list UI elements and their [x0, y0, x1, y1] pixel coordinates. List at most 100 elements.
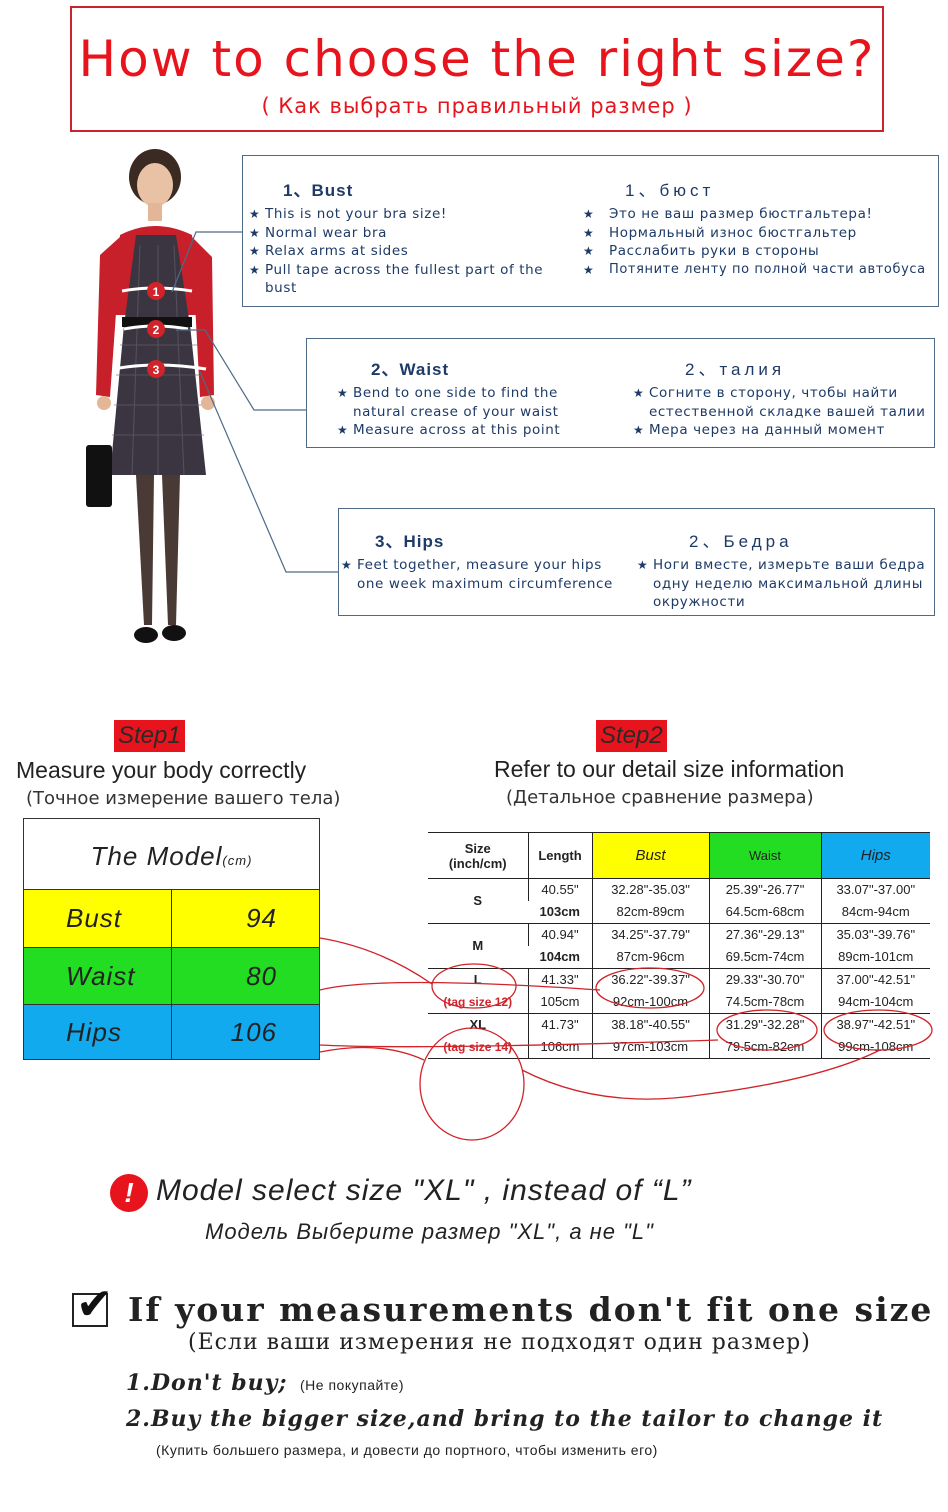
- waist-item-ru: Мера через на данный момент: [633, 421, 929, 440]
- tag-size-cell: (tag size 12): [443, 995, 513, 1009]
- table-row: 104cm 87cm-96cm 69.5cm-74cm 89cm-101cm: [428, 946, 930, 969]
- step2-badge: Step2: [596, 720, 667, 752]
- header-waist: Waist: [708, 832, 821, 879]
- waist-info-box: 2、Waist Bend to one side to find the nat…: [306, 338, 935, 448]
- svg-text:1: 1: [153, 285, 160, 299]
- model-measurements-table: The Model(cm) Bust 94 Waist 80 Hips 106: [23, 818, 320, 1060]
- table-row: XL 41.73" 38.18"-40.55" 31.29"-32.28" 38…: [428, 1013, 930, 1036]
- hips-item-en: Feet together, measure your hips one wee…: [341, 556, 621, 593]
- waist-item-ru: Согните в сторону, чтобы найти естествен…: [633, 384, 929, 421]
- header-bust: Bust: [591, 832, 709, 879]
- model-figure: 1 2 3: [86, 149, 215, 643]
- bust-item-en: Normal wear bra: [249, 224, 569, 243]
- size-cell: L: [428, 968, 528, 991]
- hips-inch: 35.03"-39.76": [820, 923, 930, 946]
- hips-cm: 94cm-104cm: [820, 991, 930, 1014]
- page-subtitle: ( Как выбрать правильный размер ): [261, 94, 693, 118]
- marker-1-icon: [147, 282, 165, 300]
- table-row: (tag size 12) 105cm 92cm-100cm 74.5cm-78…: [428, 991, 930, 1014]
- step1-heading: Measure your body correctly: [16, 757, 307, 783]
- size-chart-table: Size (inch/cm) Length Bust Waist Hips S …: [428, 832, 930, 1059]
- hips-cm: 99cm-108cm: [820, 1036, 930, 1059]
- length-inch: 40.55": [527, 878, 592, 901]
- size-cell: XL: [428, 1013, 528, 1036]
- bust-item-ru: Потяните ленту по полной части автобуса: [583, 261, 937, 280]
- bust-inch: 34.25"-37.79": [591, 923, 709, 946]
- header-box: How to choose the right size? ( Как выбр…: [70, 6, 884, 132]
- model-table-unit: (cm): [222, 853, 253, 868]
- bust-item-ru: Нормальный износ бюстгальтер: [583, 224, 937, 243]
- bust-cm: 87cm-96cm: [591, 946, 709, 969]
- leader-lines: [171, 231, 338, 573]
- model-row-value: 94: [246, 903, 277, 933]
- bust-inch: 36.22"-39.37": [591, 968, 709, 991]
- waist-inch: 27.36"-29.13": [708, 923, 821, 946]
- bust-title-ru: 1、бюст: [625, 181, 715, 200]
- table-row: M 40.94" 34.25"-37.79" 27.36"-29.13" 35.…: [428, 923, 930, 969]
- model-row-value: 80: [246, 960, 277, 991]
- marker-3-icon: [147, 360, 165, 378]
- length-cm: 104cm: [539, 949, 580, 964]
- hips-inch: 38.97"-42.51": [820, 1013, 930, 1036]
- size-chart-header: Size (inch/cm) Length Bust Waist Hips: [428, 832, 930, 879]
- model-size-note-ru: Модель Выберите размер "XL", а не "L": [205, 1219, 654, 1244]
- waist-inch: 25.39"-26.77": [708, 878, 821, 901]
- svg-text:2: 2: [153, 323, 160, 337]
- step2-heading: Refer to our detail size information: [494, 756, 845, 782]
- waist-cm: 69.5cm-74cm: [708, 946, 821, 969]
- header-length: Length: [527, 832, 592, 879]
- bust-item-ru: Это не ваш размер бюстгальтера!: [583, 205, 937, 224]
- hips-title-en: 3、Hips: [375, 532, 445, 551]
- length-cm: 103cm: [539, 904, 580, 919]
- waist-cm: 79.5cm-82cm: [708, 1036, 821, 1059]
- waist-item-en: Measure across at this point: [337, 421, 597, 440]
- marker-2-icon: [147, 320, 165, 338]
- length-inch: 40.94": [527, 923, 592, 946]
- hips-inch: 37.00"-42.51": [820, 968, 930, 991]
- bust-inch: 32.28"-35.03": [591, 878, 709, 901]
- hips-item-ru: Ноги вместе, измерьте ваши бедра одну не…: [637, 556, 933, 612]
- exclamation-icon: !: [110, 1174, 148, 1212]
- waist-title-en: 2、Waist: [371, 360, 450, 379]
- advice-item-1-ru: (Не покупайте): [300, 1377, 405, 1393]
- model-row-value: 106: [230, 1016, 277, 1047]
- advice-title: If your measurements don't fit one size: [128, 1290, 934, 1329]
- waist-title-ru: 2、талия: [685, 360, 786, 379]
- model-row-label: Bust: [24, 890, 172, 947]
- advice-title-ru: (Если ваши измерения не подходят один ра…: [188, 1330, 811, 1355]
- bust-item-en: This is not your bra size!: [249, 205, 569, 224]
- table-row: 103cm 82cm-89cm 64.5cm-68cm 84cm-94cm: [428, 901, 930, 924]
- advice-item-2-ru: (Купить большего размера, и довести до п…: [156, 1442, 658, 1458]
- step2-subheading: (Детальное сравнение размера): [506, 787, 814, 808]
- model-row-bust: Bust 94: [24, 889, 319, 947]
- size-cell: S: [428, 878, 528, 924]
- length-inch: 41.73": [527, 1013, 592, 1036]
- waist-cm: 64.5cm-68cm: [708, 901, 821, 924]
- advice-item-1: 1.Don't buy; (Не покупайте): [126, 1370, 405, 1396]
- bust-cm: 92cm-100cm: [591, 991, 709, 1014]
- length-cm: 105cm: [527, 991, 592, 1014]
- table-row: (tag size 14) 106cm 97cm-103cm 79.5cm-82…: [428, 1036, 930, 1059]
- bust-cm: 97cm-103cm: [591, 1036, 709, 1059]
- model-row-hips: Hips 106: [24, 1004, 319, 1059]
- bust-item-ru: Расслабить руки в стороны: [583, 242, 937, 261]
- bust-item-en: Pull tape across the fullest part of the…: [249, 261, 569, 298]
- hips-inch: 33.07"-37.00": [820, 878, 930, 901]
- bust-title-en: 1、Bust: [283, 181, 354, 200]
- waist-inch: 31.29"-32.28": [708, 1013, 821, 1036]
- hips-title-ru: 2、Бедра: [689, 532, 793, 551]
- size-cell: M: [428, 923, 528, 969]
- bust-item-en: Relax arms at sides: [249, 242, 569, 261]
- waist-item-en: Bend to one side to find the natural cre…: [337, 384, 597, 421]
- bust-inch: 38.18"-40.55": [591, 1013, 709, 1036]
- model-row-label: Hips: [24, 1005, 172, 1059]
- model-row-waist: Waist 80: [24, 947, 319, 1004]
- hips-info-box: 3、Hips Feet together, measure your hips …: [338, 508, 935, 616]
- tag-size-cell: (tag size 14): [428, 1036, 528, 1059]
- bust-info-box: 1、Bust This is not your bra size! Normal…: [242, 155, 939, 307]
- step1-subheading: (Точное измерение вашего тела): [26, 788, 341, 809]
- length-inch: 41.33": [527, 968, 592, 991]
- page-title: How to choose the right size?: [78, 30, 876, 88]
- waist-cm: 74.5cm-78cm: [708, 991, 821, 1014]
- bust-cm: 82cm-89cm: [591, 901, 709, 924]
